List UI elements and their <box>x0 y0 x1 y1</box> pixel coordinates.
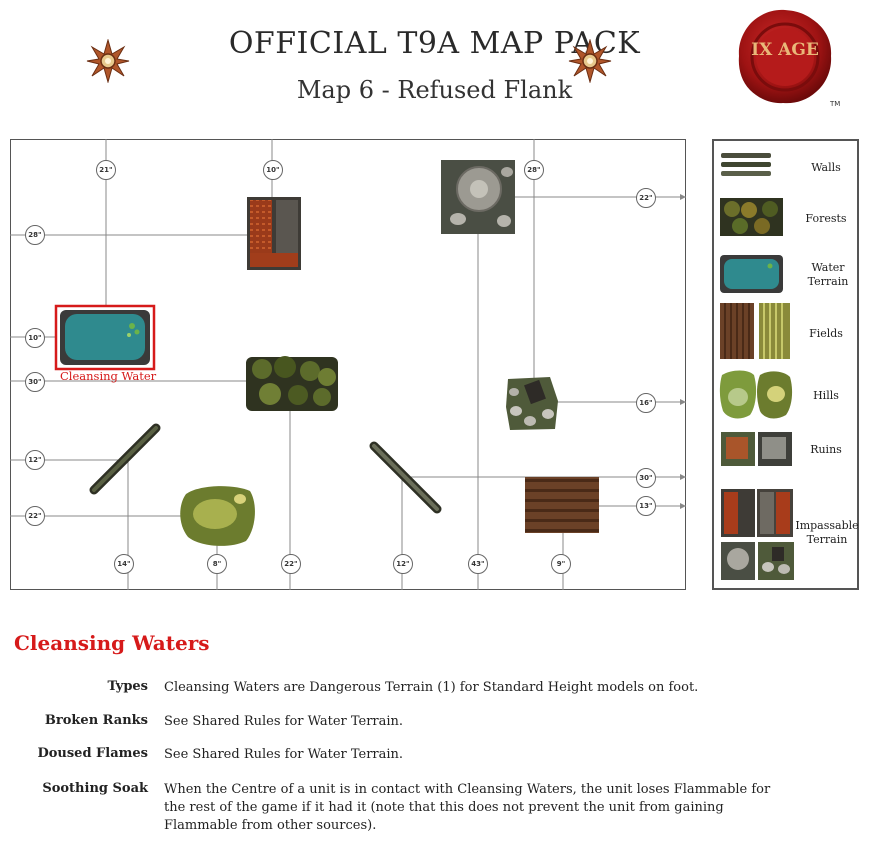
measurement-arrows <box>680 194 686 509</box>
rule-text: When the Centre of a unit is in contact … <box>164 782 771 833</box>
measure-marker: 10" <box>25 328 45 348</box>
measure-marker: 13" <box>636 496 656 516</box>
rule-text: Cleansing Waters are Dangerous Terrain (… <box>164 680 699 695</box>
water-swatch <box>720 255 783 293</box>
measure-marker: 12" <box>393 554 413 574</box>
measure-marker: 22" <box>281 554 301 574</box>
measure-marker: 16" <box>636 393 656 413</box>
measure-marker: 22" <box>636 188 656 208</box>
page-subtitle: Map 6 - Refused Flank <box>296 76 573 104</box>
measure-marker: 21" <box>96 160 116 180</box>
measure-marker: 10" <box>263 160 283 180</box>
tower-terrain <box>441 160 515 234</box>
legend-label-walls: Walls <box>811 161 841 174</box>
rule-text: See Shared Rules for Water Terrain. <box>164 747 404 762</box>
section-heading: Cleansing Waters <box>14 631 210 655</box>
measure-marker: 28" <box>524 160 544 180</box>
map-drawing <box>10 139 686 590</box>
hill-terrain <box>180 486 255 546</box>
forest-terrain <box>246 356 338 411</box>
impassable-swatch <box>721 489 794 580</box>
rule-name: Soothing Soak <box>42 781 148 796</box>
terrain-legend: Walls Forests Water Terrain Fields Hills… <box>712 139 859 590</box>
wall-center-terrain <box>369 441 442 514</box>
legend-label-fields: Fields <box>809 327 843 340</box>
measure-marker: 30" <box>636 468 656 488</box>
ruins-building-terrain <box>247 197 301 270</box>
rule-name: Types <box>107 679 148 694</box>
cleansing-water-label: Cleansing Water <box>60 369 157 383</box>
cleansing-water-terrain <box>54 304 156 371</box>
measure-marker: 8" <box>207 554 227 574</box>
wall-left-terrain <box>89 423 161 495</box>
measure-marker: 30" <box>25 372 45 392</box>
walls-swatch <box>721 153 771 176</box>
measure-marker: 9" <box>551 554 571 574</box>
trademark-mark: TM <box>830 100 841 108</box>
forests-swatch <box>720 198 783 236</box>
legend-swatches <box>719 153 794 580</box>
legend-label-impassable: Impassable Terrain <box>795 519 859 546</box>
rule-text: See Shared Rules for Water Terrain. <box>164 714 404 729</box>
page-title: OFFICIAL T9A MAP PACK <box>228 26 641 61</box>
fields-swatch <box>720 303 790 359</box>
legend-label-forests: Forests <box>805 212 847 225</box>
legend-label-hills: Hills <box>813 389 839 402</box>
compass-star-icon <box>86 39 130 83</box>
measure-marker: 14" <box>114 554 134 574</box>
measure-marker: 22" <box>25 506 45 526</box>
compass-star-icon <box>568 39 612 83</box>
battlefield-map: 21" 10" 28" 22" 28" 10" 30" 16" 12" 30" … <box>10 139 686 590</box>
ruins-swatch <box>721 432 792 466</box>
measure-marker: 28" <box>25 225 45 245</box>
legend-label-ruins: Ruins <box>810 443 842 456</box>
legend-label-water: Water Terrain <box>807 261 849 288</box>
rule-name: Doused Flames <box>37 746 148 761</box>
rule-name: Broken Ranks <box>44 713 148 728</box>
hills-swatch <box>719 370 793 419</box>
wax-seal-logo: IX AGE <box>738 9 832 104</box>
measure-marker: 12" <box>25 450 45 470</box>
field-terrain <box>525 477 599 533</box>
measure-marker: 43" <box>468 554 488 574</box>
seal-text: IX AGE <box>751 40 819 60</box>
rocky-hill-terrain <box>506 377 558 430</box>
